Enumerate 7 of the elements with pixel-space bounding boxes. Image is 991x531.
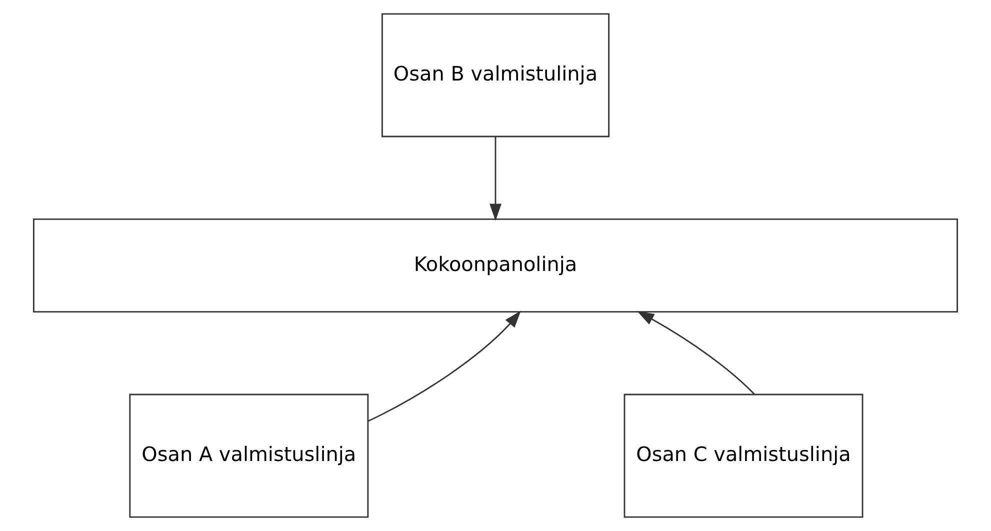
arrow <box>490 136 502 221</box>
node-box: Osan B valmistulinja <box>381 13 610 138</box>
node-box: Osan A valmistuslinja <box>129 394 369 518</box>
node-box: Kokoonpanolinja <box>32 218 958 313</box>
arrow <box>368 310 521 422</box>
node-box: Osan C valmistuslinja <box>624 394 864 518</box>
arrow <box>636 311 756 395</box>
